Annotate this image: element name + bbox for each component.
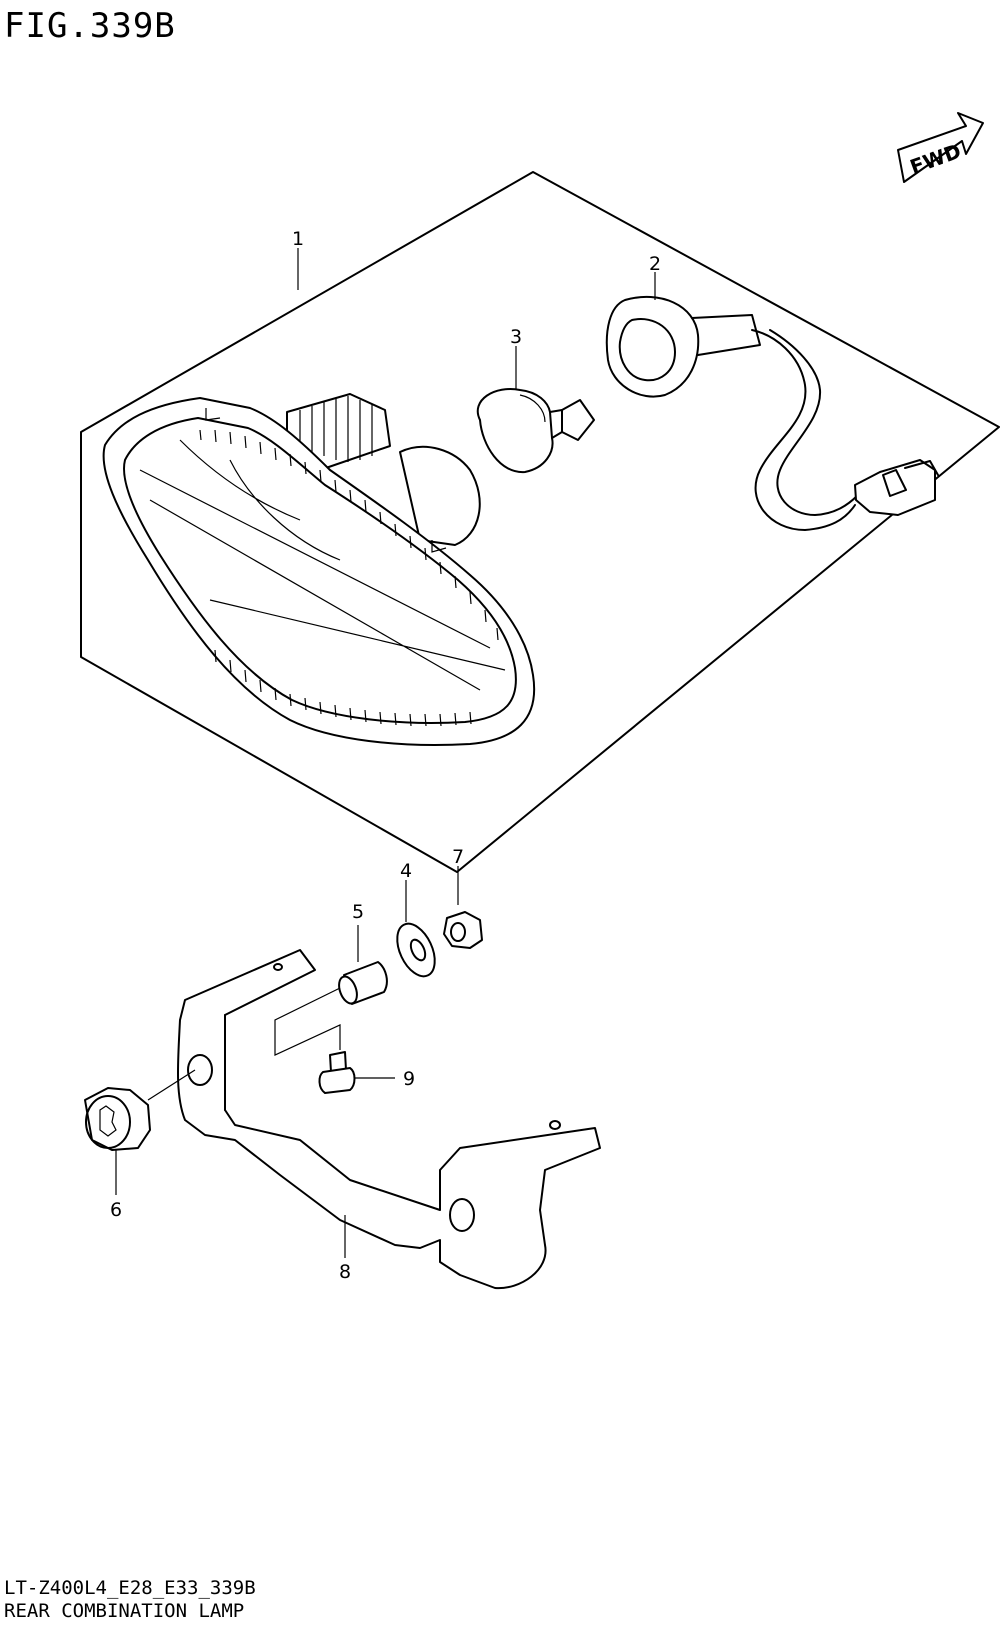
callout-4: 4 <box>400 860 412 882</box>
callout-9: 9 <box>403 1068 415 1090</box>
bracket <box>176 949 601 1290</box>
callout-3: 3 <box>510 326 522 348</box>
lamp-housing-fins <box>286 393 481 546</box>
callout-5: 5 <box>352 901 364 923</box>
grommet <box>84 1087 151 1151</box>
spacer <box>338 961 388 1005</box>
callout-8: 8 <box>339 1261 351 1283</box>
screw <box>318 1051 356 1094</box>
callout-2: 2 <box>649 253 661 275</box>
washer <box>396 922 436 978</box>
callout-7: 7 <box>452 846 464 868</box>
socket-harness <box>605 295 939 531</box>
figure-name: REAR COMBINATION LAMP <box>4 1600 245 1622</box>
leader-lines <box>115 248 656 1258</box>
bulb <box>476 388 595 474</box>
fwd-arrow-icon: FWD <box>897 112 984 183</box>
callout-1: 1 <box>292 228 304 250</box>
callout-6: 6 <box>110 1199 122 1221</box>
assembly-box <box>80 171 1000 873</box>
lamp-lens <box>102 397 536 746</box>
nut <box>443 911 483 949</box>
figure-title: FIG.339B <box>4 6 176 46</box>
figure-code: LT-Z400L4_E28_E33_339B <box>4 1577 256 1599</box>
